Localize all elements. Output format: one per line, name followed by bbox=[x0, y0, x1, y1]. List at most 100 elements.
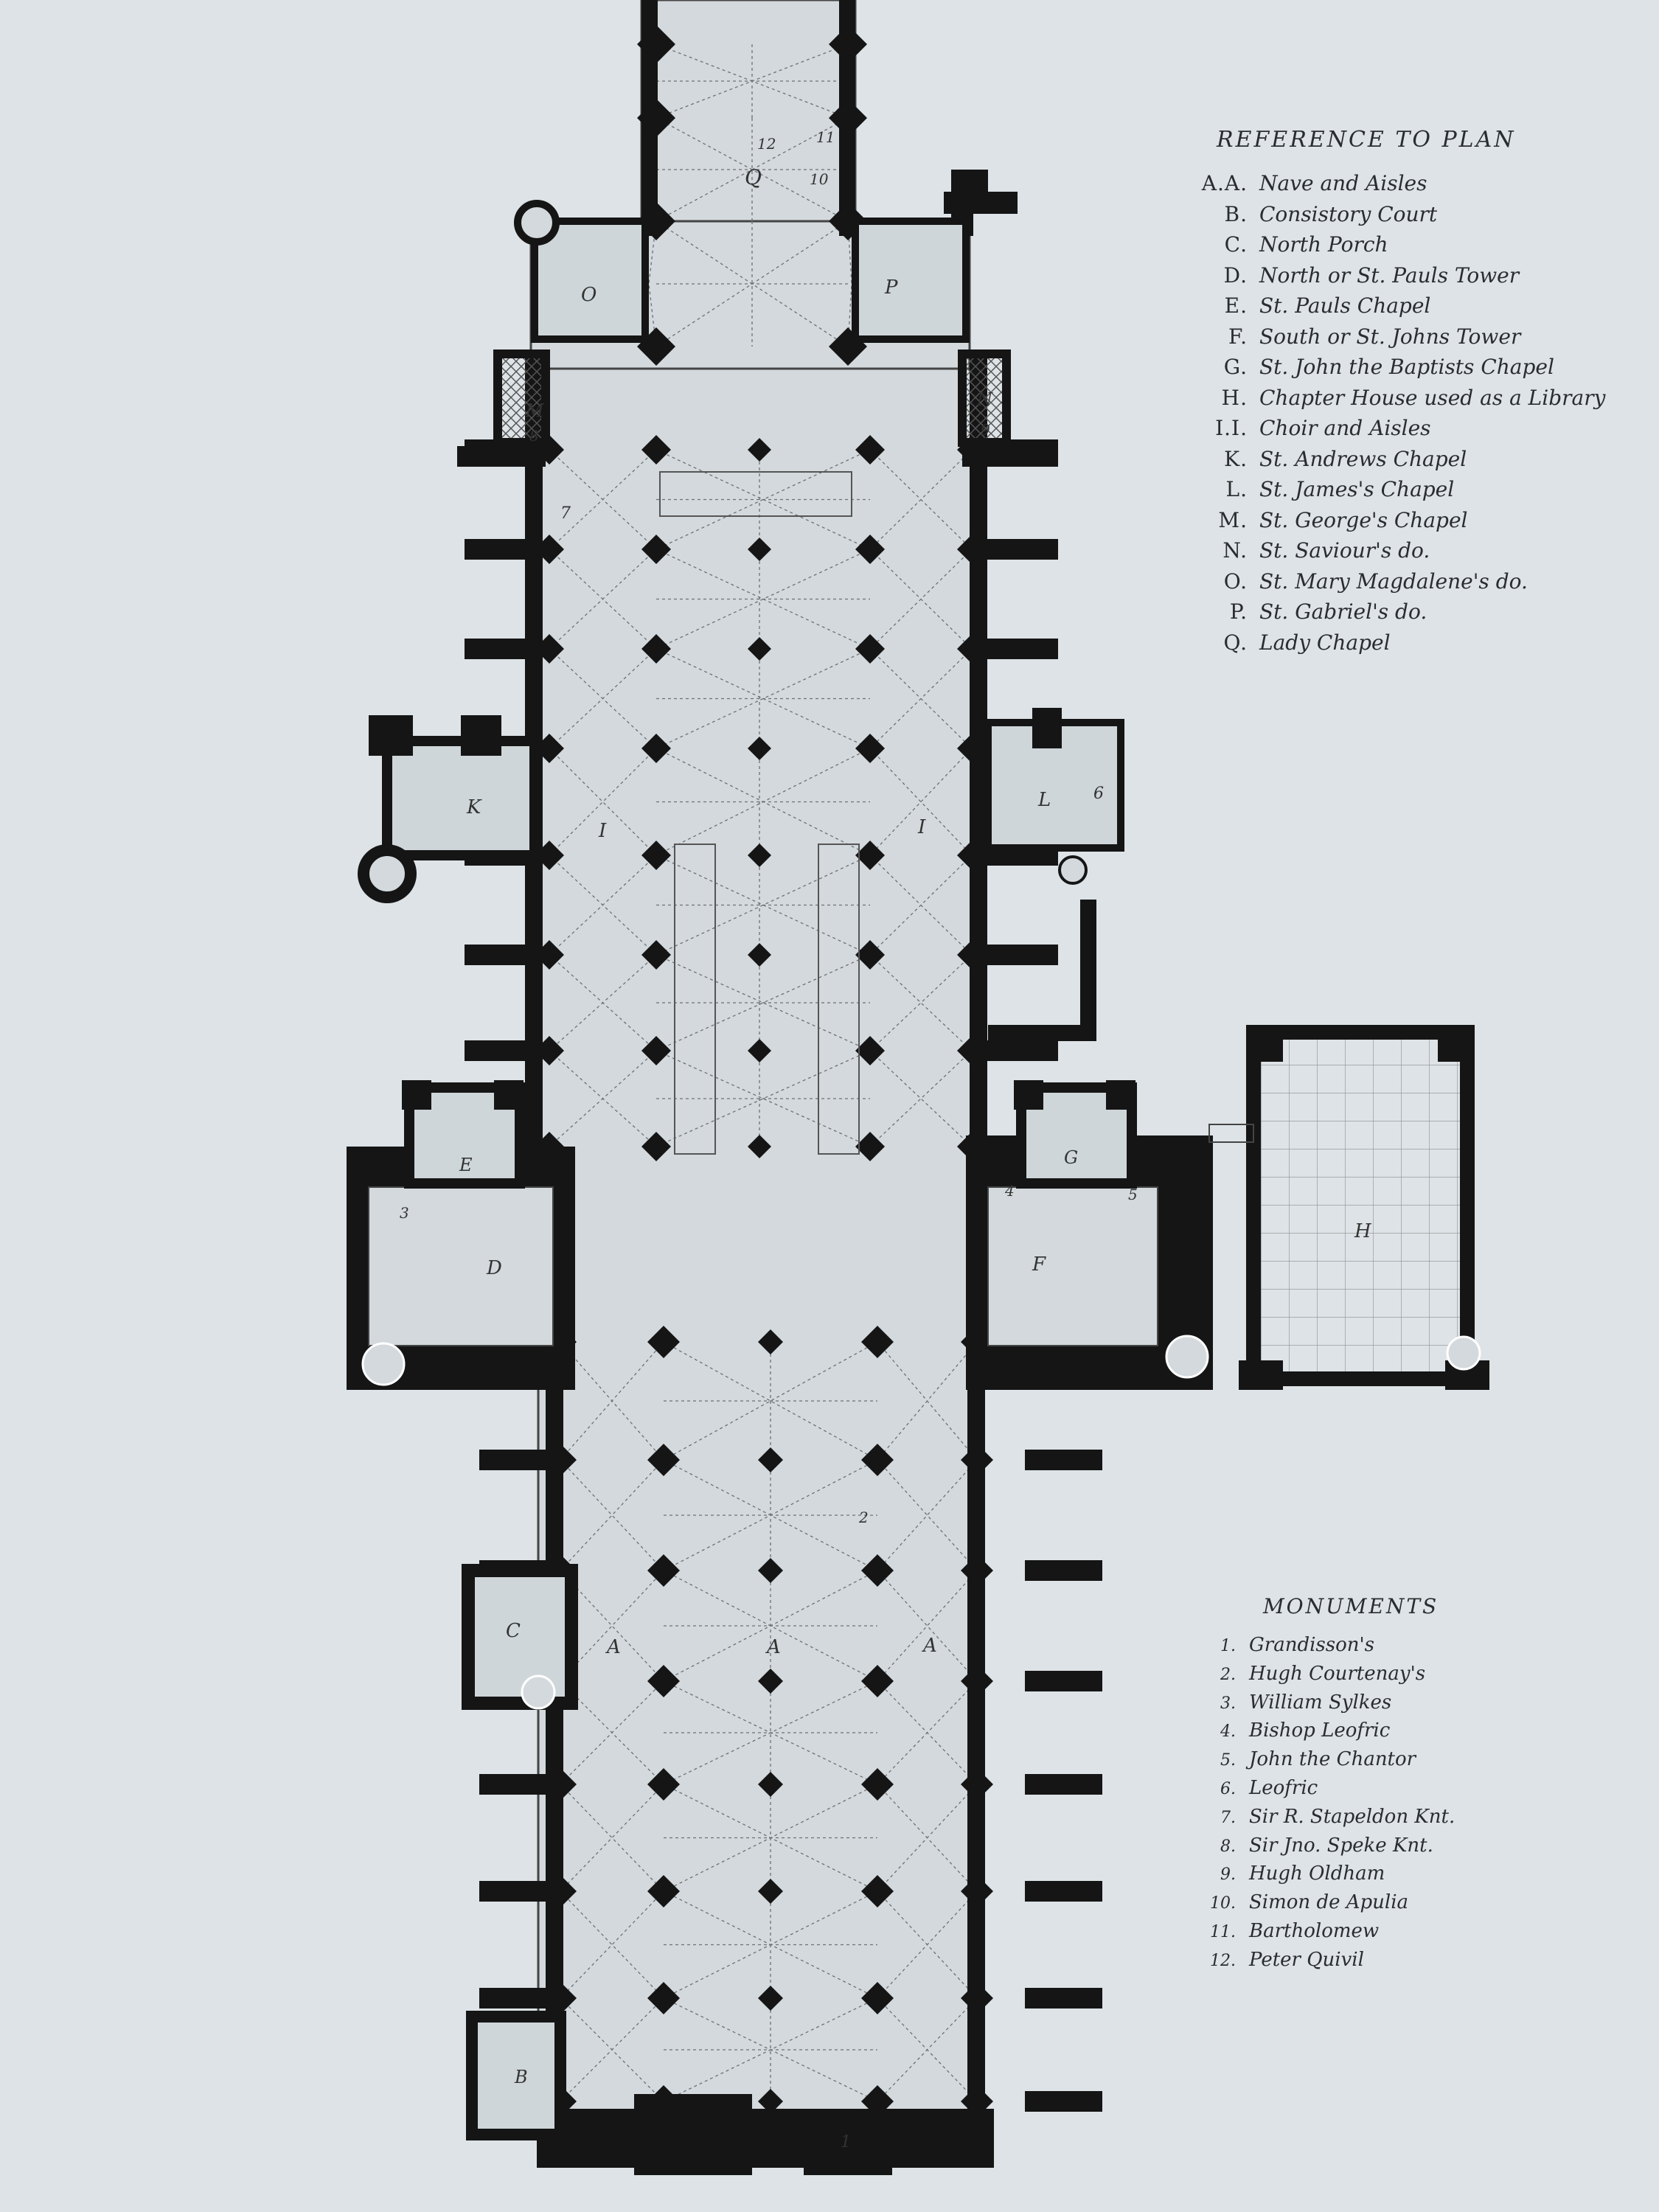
pier bbox=[647, 1768, 680, 1801]
label-9: 9 bbox=[981, 421, 990, 439]
pier bbox=[758, 1669, 783, 1694]
pier bbox=[855, 435, 885, 465]
pier bbox=[855, 634, 885, 664]
pier bbox=[637, 99, 675, 137]
label-6: 6 bbox=[1093, 785, 1104, 803]
pier bbox=[647, 1326, 680, 1358]
monument-row: 1.Grandisson's bbox=[1194, 1634, 1374, 1656]
reference-text: St. George's Chapel bbox=[1259, 507, 1468, 532]
chapel-p bbox=[852, 170, 988, 343]
reference-text: South or St. Johns Tower bbox=[1259, 324, 1521, 349]
reference-row: C.North Porch bbox=[1180, 232, 1388, 257]
monument-text: Sir R. Stapeldon Knt. bbox=[1249, 1805, 1455, 1828]
label-a-center: A bbox=[765, 1636, 781, 1658]
monument-key: 2. bbox=[1220, 1665, 1236, 1684]
reference-row: B.Consistory Court bbox=[1180, 201, 1438, 226]
pier bbox=[641, 940, 671, 970]
reference-row: G.St. John the Baptists Chapel bbox=[1180, 355, 1554, 379]
reference-key: A.A. bbox=[1201, 171, 1248, 195]
pier bbox=[758, 1986, 783, 2011]
buttress bbox=[479, 1450, 546, 1470]
label-3: 3 bbox=[400, 1204, 409, 1222]
reference-title: REFERENCE TO PLAN bbox=[1217, 127, 1516, 153]
pier bbox=[535, 1036, 564, 1065]
monument-text: Grandisson's bbox=[1249, 1634, 1374, 1656]
reference-key: E. bbox=[1224, 293, 1248, 318]
reference-row: Q.Lady Chapel bbox=[1180, 630, 1391, 655]
buttress bbox=[981, 945, 1058, 965]
chapel-m bbox=[457, 349, 550, 467]
buttress bbox=[981, 639, 1058, 659]
reference-key: L. bbox=[1225, 477, 1248, 501]
pier bbox=[748, 438, 771, 462]
pier bbox=[748, 737, 771, 760]
buttress bbox=[1025, 1560, 1102, 1581]
pier bbox=[957, 940, 987, 970]
pier bbox=[641, 1036, 671, 1065]
reference-row: I.I.Choir and Aisles bbox=[1180, 416, 1430, 440]
reference-row: P.St. Gabriel's do. bbox=[1180, 599, 1427, 624]
pier bbox=[641, 1132, 671, 1161]
pier bbox=[861, 1768, 894, 1801]
monument-row: 7. Sir R. Stapeldon Knt. bbox=[1194, 1806, 1455, 1828]
monument-key: 7. bbox=[1220, 1808, 1236, 1827]
buttress bbox=[465, 945, 535, 965]
pier bbox=[758, 1879, 783, 1904]
pier bbox=[748, 637, 771, 661]
pier bbox=[861, 1554, 894, 1587]
monument-key: 8. bbox=[1220, 1837, 1236, 1856]
monument-text: John the Chantor bbox=[1249, 1748, 1416, 1771]
reference-row: N.St. Saviour's do. bbox=[1180, 538, 1430, 563]
label-12: 12 bbox=[757, 135, 776, 153]
chapel-k bbox=[358, 715, 540, 903]
reference-text: St. James's Chapel bbox=[1259, 477, 1455, 501]
pier bbox=[855, 535, 885, 564]
reference-text: St. Mary Magdalene's do. bbox=[1259, 568, 1528, 594]
monument-text: William Sylkes bbox=[1249, 1691, 1392, 1714]
pier bbox=[861, 1444, 894, 1476]
monument-key: 10. bbox=[1210, 1894, 1236, 1913]
monuments-title: MONUMENTS bbox=[1263, 1594, 1439, 1618]
pier bbox=[957, 734, 987, 763]
monument-row: 12.Peter Quivil bbox=[1194, 1949, 1364, 1971]
pier bbox=[861, 2085, 894, 2118]
monument-key: 9. bbox=[1220, 1865, 1236, 1885]
buttress bbox=[981, 1040, 1058, 1061]
pier bbox=[641, 634, 671, 664]
pier bbox=[829, 99, 867, 137]
reference-row: E. St. Pauls Chapel bbox=[1180, 293, 1431, 318]
buttress bbox=[1025, 1450, 1102, 1470]
label-a-right: A bbox=[922, 1635, 937, 1657]
reference-key: N. bbox=[1222, 538, 1248, 563]
chapel-e bbox=[402, 1080, 525, 1189]
monument-key: 3. bbox=[1220, 1694, 1236, 1713]
pier bbox=[957, 634, 987, 664]
reference-text: St. Pauls Chapel bbox=[1259, 293, 1431, 318]
pier bbox=[641, 435, 671, 465]
label-2: 2 bbox=[858, 1509, 869, 1526]
monument-row: 10.Simon de Apulia bbox=[1194, 1891, 1408, 1913]
pier bbox=[544, 1444, 577, 1476]
pier bbox=[758, 1558, 783, 1583]
reference-row: A.A.Nave and Aisles bbox=[1180, 171, 1427, 195]
reference-key: P. bbox=[1229, 599, 1248, 624]
pier bbox=[748, 943, 771, 967]
pier bbox=[961, 2085, 993, 2118]
monument-text: Bartholomew bbox=[1249, 1920, 1380, 1942]
monument-row: 6.Leofric bbox=[1194, 1777, 1318, 1799]
reference-key: I.I. bbox=[1215, 416, 1248, 440]
reference-key: K. bbox=[1224, 446, 1248, 471]
pier bbox=[647, 1665, 680, 1697]
chapel-n bbox=[958, 349, 1058, 467]
chapel-o bbox=[514, 200, 649, 343]
pier bbox=[855, 841, 885, 870]
label-d: D bbox=[486, 1257, 502, 1279]
reference-key: B. bbox=[1224, 201, 1248, 226]
label-10: 10 bbox=[810, 170, 829, 188]
pier bbox=[748, 1039, 771, 1062]
monument-key: 11. bbox=[1210, 1923, 1236, 1941]
reference-key: Q. bbox=[1223, 630, 1248, 655]
label-f: F bbox=[1032, 1253, 1046, 1276]
label-i-right: I bbox=[917, 816, 926, 838]
